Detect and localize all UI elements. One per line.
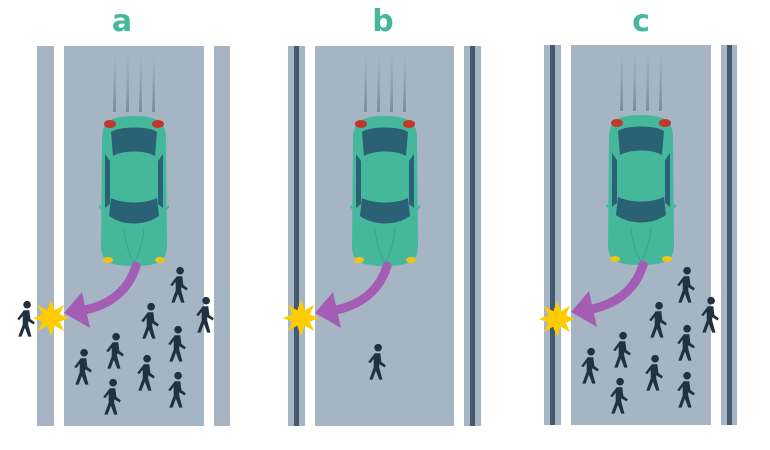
barrier-right (470, 46, 475, 426)
car-icon (350, 116, 420, 266)
pedestrian-icon (103, 378, 121, 415)
barrier-left (550, 45, 555, 425)
scene-b (282, 55, 420, 380)
impact-icon (32, 299, 70, 337)
barrier-left (294, 46, 299, 426)
pedestrian-icon (610, 377, 628, 414)
car-icon (606, 115, 676, 265)
panel-label: b (372, 4, 394, 39)
skid-marks (364, 55, 406, 112)
pedestrian-icon (137, 354, 155, 391)
arrow-head-icon (64, 292, 90, 328)
barrier-right (727, 45, 732, 425)
scene-a (17, 55, 214, 415)
pedestrian-icon (141, 302, 159, 339)
pedestrian-icon (106, 332, 124, 369)
pedestrian-icon (701, 296, 719, 333)
car-icon (99, 116, 169, 266)
pedestrian-icon (17, 300, 35, 337)
pedestrian-icon (170, 266, 188, 303)
pedestrian-icon (74, 348, 92, 385)
skid-marks (113, 55, 155, 112)
panel-label: a (111, 4, 133, 39)
sidewalk-right (214, 46, 230, 426)
pedestrian-icon (677, 371, 695, 408)
impact-icon (538, 300, 576, 338)
pedestrian-icon (168, 325, 186, 362)
arrow-head-icon (571, 291, 597, 327)
pedestrian-icon (677, 266, 695, 303)
scene-c (538, 54, 719, 414)
pedestrian-icon (168, 371, 186, 408)
skid-marks (620, 54, 662, 111)
panel-c: c (520, 0, 770, 450)
pedestrian-icon (613, 331, 631, 368)
pedestrian-icon (677, 324, 695, 361)
impact-icon (282, 299, 320, 337)
pedestrian-icon (368, 343, 386, 380)
panel-label: c (632, 4, 650, 39)
pedestrian-icon (645, 354, 663, 391)
panel-a: a (0, 0, 260, 450)
pedestrian-icon (196, 296, 214, 333)
panel-b: b (260, 0, 520, 450)
pedestrian-icon (581, 347, 599, 384)
pedestrian-icon (649, 301, 667, 338)
arrow-head-icon (315, 292, 341, 328)
